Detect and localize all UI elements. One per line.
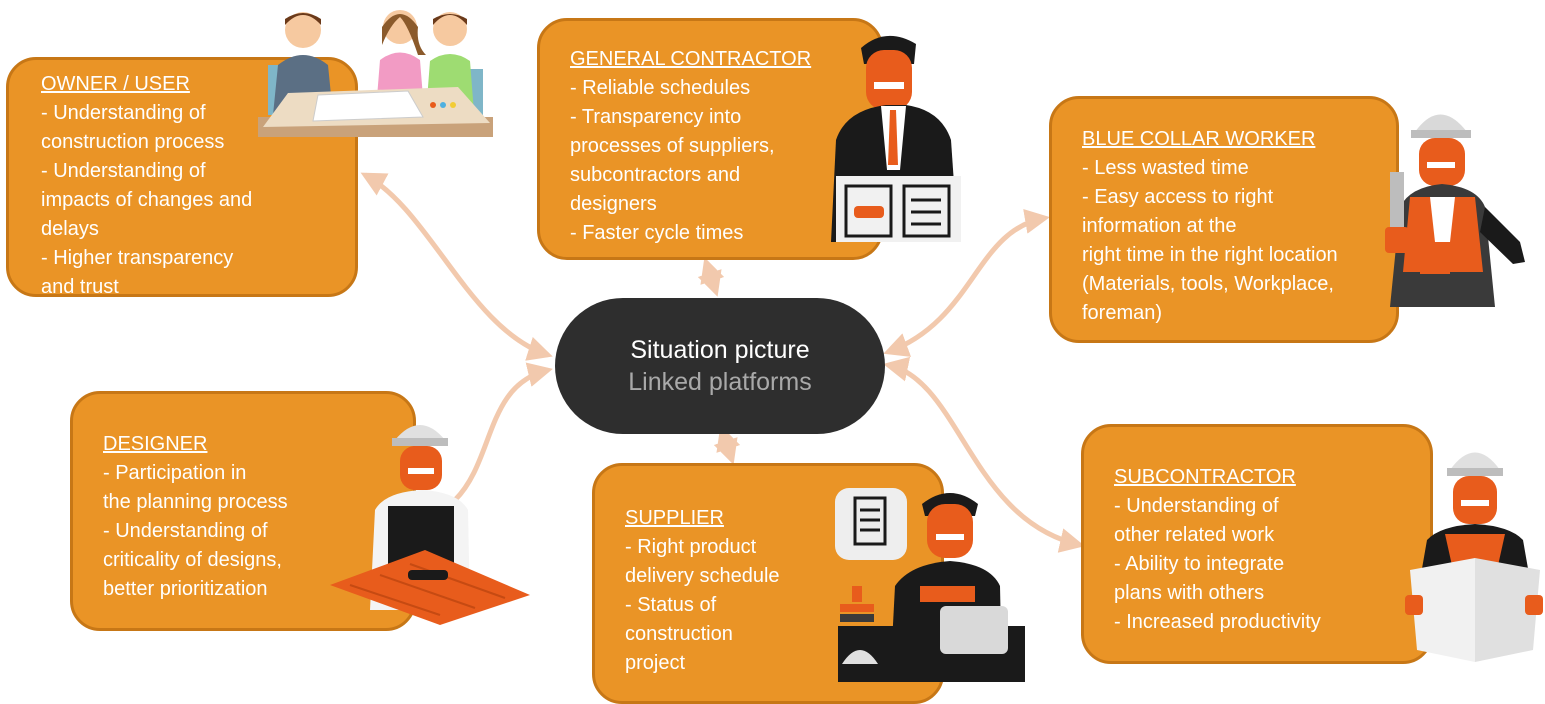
center-title: Situation picture: [630, 336, 810, 364]
general-item: - Reliable schedules: [570, 77, 751, 99]
sub-item: - Ability to integrate: [1114, 553, 1285, 575]
designer-item: the planning process: [103, 491, 288, 513]
owner-meeting-illustration: [258, 10, 493, 137]
general-item: - Faster cycle times: [570, 222, 744, 244]
designer-title: DESIGNER: [103, 433, 208, 455]
owner-user-box: OWNER / USER - Understanding of construc…: [6, 57, 358, 298]
supplier-title: SUPPLIER: [625, 507, 724, 529]
supplier-item: project: [625, 652, 686, 674]
sub-item: - Increased productivity: [1114, 611, 1321, 633]
subcontractor-illustration: [1405, 452, 1543, 662]
general-item: - Transparency into: [570, 106, 742, 128]
sub-item: - Understanding of: [1114, 495, 1279, 517]
connector-supplier: [713, 425, 741, 465]
designer-item: criticality of designs,: [103, 549, 282, 571]
supplier-item: - Status of: [625, 594, 717, 616]
blue-collar-worker-illustration: [1385, 114, 1525, 307]
supplier-illustration: [835, 488, 1025, 682]
subcontractor-box: SUBCONTRACTOR - Understanding of other r…: [1081, 424, 1433, 664]
designer-item: - Understanding of: [103, 520, 268, 542]
owner-item: delays: [41, 218, 99, 240]
owner-item: - Higher transparency: [41, 247, 234, 269]
designer-illustration: [330, 425, 530, 625]
connector-blue: [883, 209, 1050, 357]
owner-user-title: OWNER / USER: [41, 73, 190, 95]
blue-item: foreman): [1082, 302, 1163, 324]
center-subtitle: Linked platforms: [628, 368, 812, 396]
subcontractor-title: SUBCONTRACTOR: [1114, 466, 1296, 488]
designer-item: better prioritization: [103, 578, 268, 600]
blue-collar-worker-title: BLUE COLLAR WORKER: [1082, 128, 1316, 150]
connector-owner: [360, 172, 553, 361]
general-item: designers: [570, 193, 657, 215]
owner-item: - Understanding of: [41, 160, 206, 182]
general-contractor-box: GENERAL CONTRACTOR - Reliable schedules …: [537, 18, 883, 260]
general-contractor-title: GENERAL CONTRACTOR: [570, 48, 812, 70]
sub-item: other related work: [1114, 524, 1275, 546]
general-item: processes of suppliers,: [570, 135, 775, 157]
connector-designer: [453, 362, 553, 502]
connector-general: [697, 257, 725, 297]
owner-item: construction process: [41, 131, 225, 153]
supplier-item: - Right product: [625, 536, 757, 558]
owner-item: - Understanding of: [41, 102, 206, 124]
general-contractor-illustration: [831, 35, 961, 242]
blue-item: (Materials, tools, Workplace,: [1082, 273, 1334, 295]
connector-sub: [883, 356, 1085, 553]
general-item: subcontractors and: [570, 164, 741, 186]
designer-item: - Participation in: [103, 462, 247, 484]
owner-item: and trust: [41, 276, 119, 298]
blue-item: - Easy access to right: [1082, 186, 1274, 208]
supplier-item: delivery schedule: [625, 565, 780, 587]
blue-collar-worker-box: BLUE COLLAR WORKER - Less wasted time - …: [1049, 96, 1399, 343]
situation-picture-node: Situation picture Linked platforms: [555, 298, 885, 434]
blue-item: right time in the right location: [1082, 244, 1338, 266]
supplier-item: construction: [625, 623, 733, 645]
sub-item: plans with others: [1114, 582, 1265, 604]
blue-item: information at the: [1082, 215, 1237, 237]
blue-item: - Less wasted time: [1082, 157, 1249, 179]
owner-item: impacts of changes and: [41, 189, 253, 211]
